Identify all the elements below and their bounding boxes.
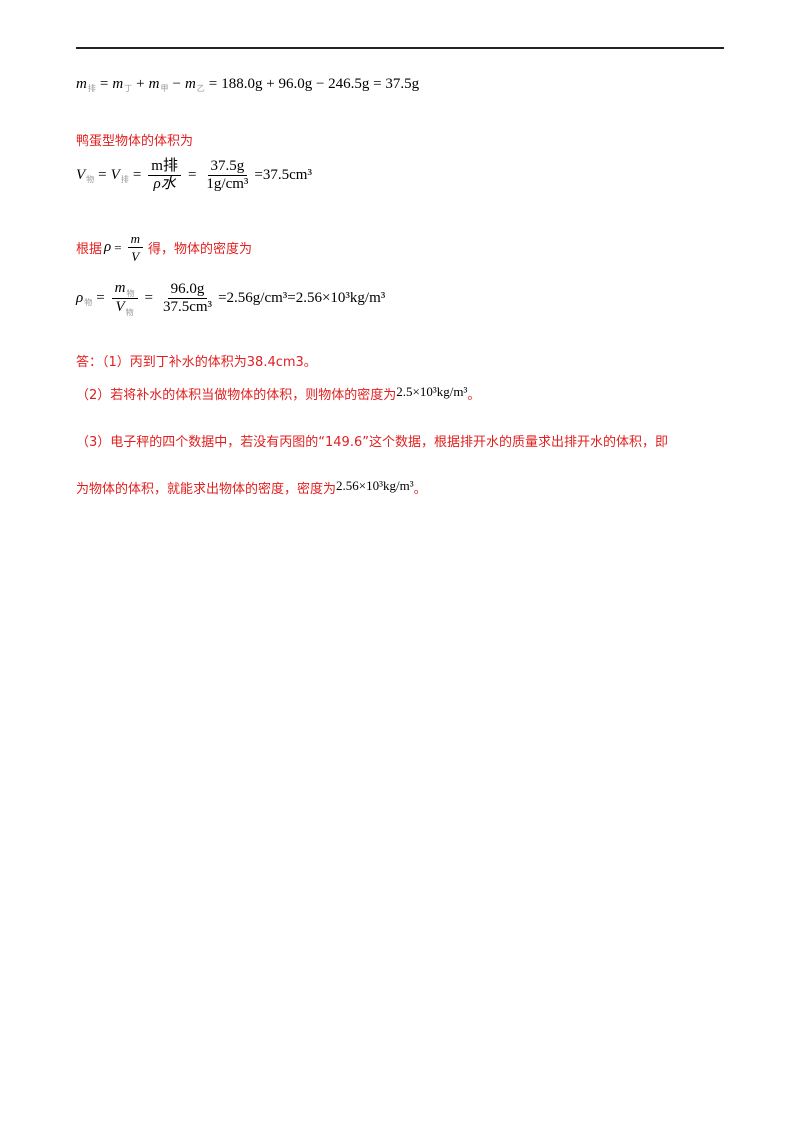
fraction: m排 ρ水 (148, 158, 181, 193)
density-intro: 根据 ρ= m V 得，物体的密度为 (76, 230, 252, 265)
fraction-numerator: m排 (148, 158, 181, 176)
var-m: m (148, 76, 160, 92)
sub: 丁 (124, 84, 133, 93)
fraction-denominator: ρ水 (153, 176, 176, 192)
var-m: m (112, 76, 124, 92)
sub: 物 (84, 298, 93, 307)
density-formula: m V (127, 230, 143, 265)
sub: 排 (120, 175, 129, 184)
sub: 甲 (160, 84, 169, 93)
sub: 乙 (196, 84, 205, 93)
answer-1: 答：（1）丙到丁补水的体积为38.4cm3。 (76, 355, 317, 370)
period: 。 (413, 482, 427, 497)
fraction-numerator: 96.0g (167, 281, 208, 299)
sub: 物 (86, 175, 95, 184)
answer-3-value: 2.56×10³kg/m³ (336, 478, 414, 493)
result: =37.5cm³ (254, 167, 312, 183)
answer-3-line-1: （3）电子秤的四个数据中，若没有丙图的“149.6”这个数据，根据排开水的质量求… (76, 435, 668, 450)
suffix-text: 得，物体的密度为 (147, 242, 252, 257)
fraction: m物 V物 (111, 280, 138, 317)
period: 。 (467, 388, 481, 403)
prefix-text: 根据 (76, 242, 103, 257)
fraction-numerator: 37.5g (207, 158, 248, 176)
fraction-denominator: V (131, 249, 140, 264)
var-v: V (110, 167, 120, 183)
header-rule (76, 47, 724, 49)
fraction: 96.0g 37.5cm³ (160, 281, 215, 316)
answer-3-text: 为物体的体积，就能求出物体的密度，密度为 (76, 482, 337, 497)
answer-2: （2）若将补水的体积当做物体的体积，则物体的密度为 2.5×10³kg/m³ 。 (76, 384, 480, 403)
fraction-numerator: m (127, 230, 143, 248)
answer-2-text: （2）若将补水的体积当做物体的体积，则物体的密度为 (76, 388, 397, 403)
numeric-expression: 188.0g + 96.0g − 246.5g = 37.5g (221, 76, 420, 92)
var-v: V (76, 167, 86, 183)
sub: 物 (126, 289, 135, 298)
sub: 物 (125, 308, 134, 317)
fraction-denominator: 1g/cm³ (206, 176, 249, 192)
fraction: 37.5g 1g/cm³ (203, 158, 251, 193)
var-m: m (184, 76, 196, 92)
fraction-numerator: m (114, 280, 126, 296)
fraction-denominator: V (115, 299, 125, 315)
var-rho: ρ (76, 290, 84, 306)
fraction-denominator: 37.5cm³ (162, 299, 213, 315)
sub: 排 (87, 84, 96, 93)
answer-2-value: 2.5×10³kg/m³ (396, 384, 468, 399)
var-m: m (76, 76, 87, 92)
volume-title: 鸭蛋型物体的体积为 (76, 134, 194, 149)
answer-3-line-2: 为物体的体积，就能求出物体的密度，密度为 2.56×10³kg/m³ 。 (76, 478, 427, 497)
result: =2.56g/cm³=2.56×10³kg/m³ (218, 290, 386, 306)
